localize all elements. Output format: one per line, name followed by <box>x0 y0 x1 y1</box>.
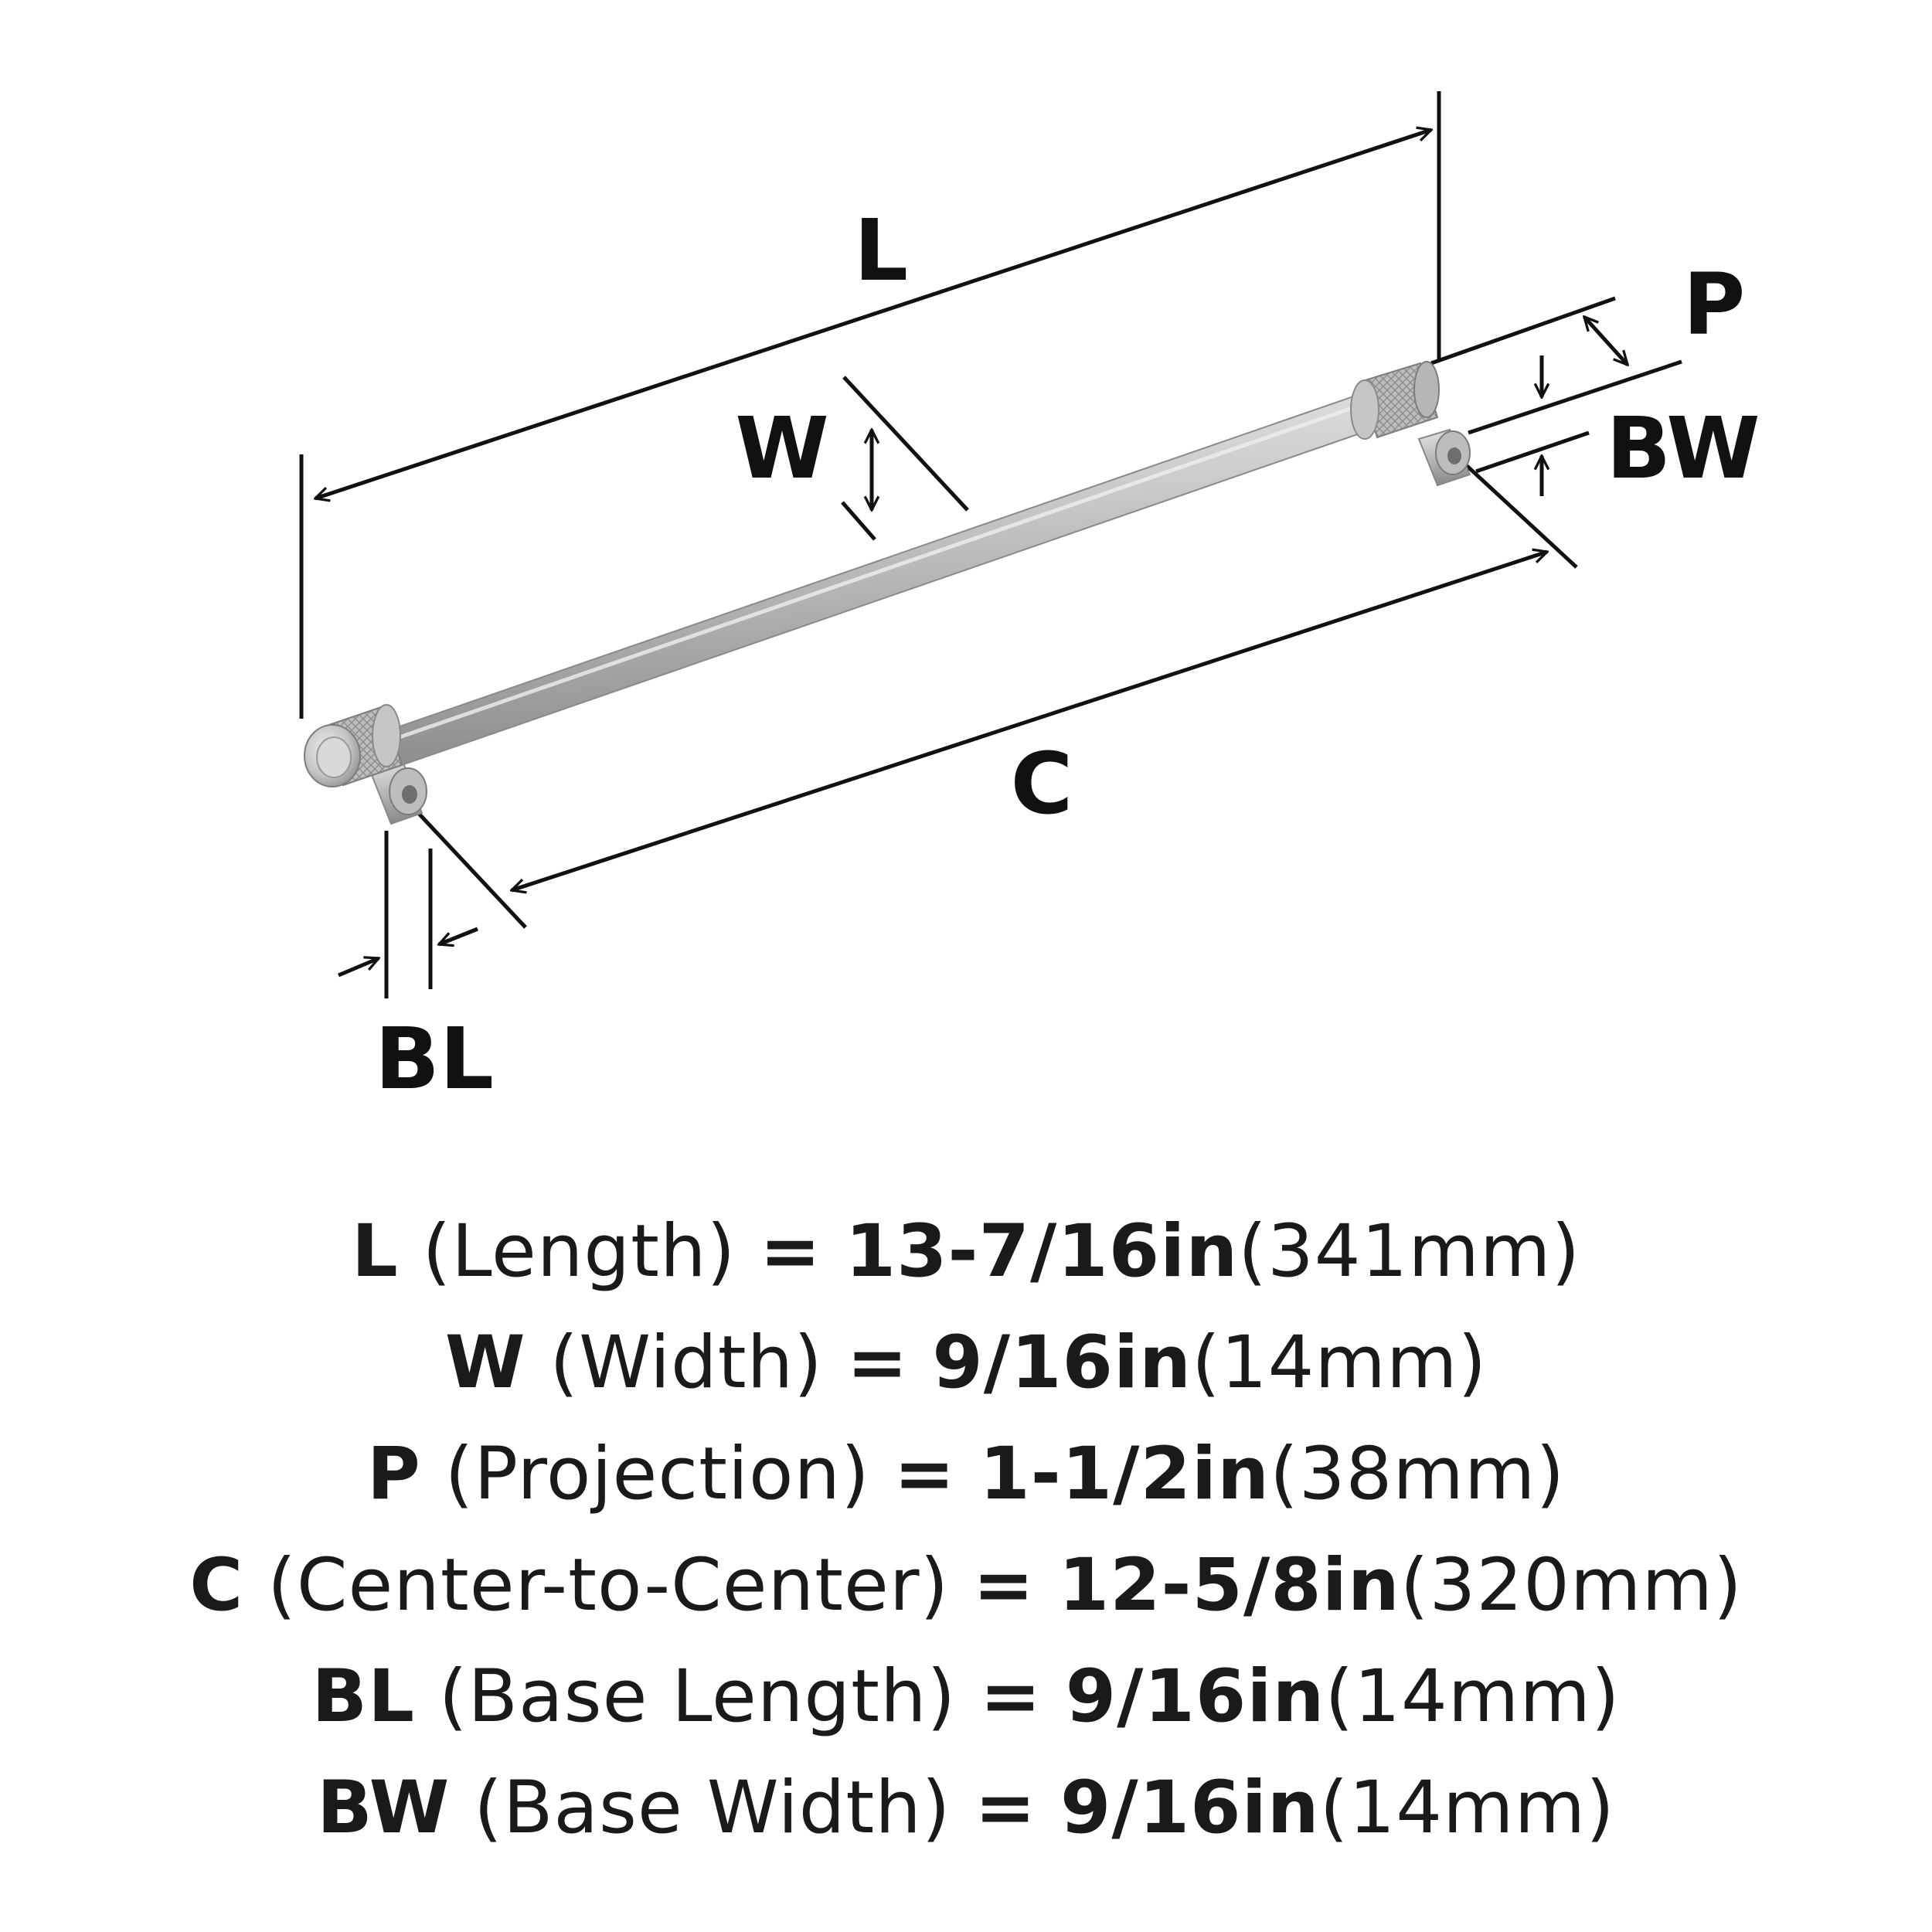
center-to-center-dimension <box>408 451 1578 929</box>
base-width-extension-bottom <box>1475 430 1590 474</box>
spec-equals: = <box>973 1543 1035 1628</box>
spec-symbol: L <box>351 1209 399 1294</box>
projection-label: P <box>1683 255 1746 354</box>
left-post <box>368 757 427 825</box>
base-length-arrow-right <box>439 927 478 944</box>
spec-line: L (Length) = 13-7/16in(341mm) <box>0 1196 1932 1308</box>
specifications-list: L (Length) = 13-7/16in(341mm)W (Width) =… <box>0 1196 1932 1864</box>
base-width-label: BW <box>1606 399 1760 498</box>
spec-description: (Center-to-Center) <box>267 1543 950 1628</box>
handle-bar <box>385 393 1372 768</box>
width-extension-bottom <box>841 501 876 541</box>
spec-symbol: C <box>189 1543 244 1628</box>
spec-imperial-value: 12-5/8in <box>1058 1543 1400 1628</box>
spec-symbol: BW <box>317 1766 451 1850</box>
spec-metric-value: (14mm) <box>1192 1321 1488 1405</box>
spec-description: (Projection) <box>444 1432 870 1516</box>
center-extension-left <box>408 802 527 929</box>
center-extension-right <box>1451 451 1578 569</box>
spec-description: (Width) <box>549 1321 823 1405</box>
spec-equals: = <box>846 1321 909 1405</box>
base-length-label: BL <box>375 1009 494 1108</box>
projection-dimension-line <box>1584 317 1628 365</box>
length-dimension-line <box>315 130 1431 498</box>
spec-equals: = <box>893 1432 956 1516</box>
spec-metric-value: (341mm) <box>1238 1209 1581 1294</box>
center-to-center-label: C <box>1011 734 1073 833</box>
spec-metric-value: (38mm) <box>1270 1432 1566 1516</box>
length-label: L <box>854 201 908 300</box>
spec-description: (Base Width) <box>474 1766 951 1850</box>
width-extension-top <box>842 376 969 512</box>
pull-handle <box>304 361 1471 825</box>
spec-line: P (Projection) = 1-1/2in(38mm) <box>0 1419 1932 1530</box>
length-dimension <box>299 91 1441 719</box>
spec-symbol: P <box>366 1432 421 1516</box>
center-dimension-line <box>512 552 1547 890</box>
spec-line: BW (Base Width) = 9/16in(14mm) <box>0 1753 1932 1864</box>
base-width-dimension <box>1475 355 1590 496</box>
spec-symbol: W <box>444 1321 526 1405</box>
spec-metric-value: (14mm) <box>1325 1655 1621 1739</box>
spec-line: BL (Base Length) = 9/16in(14mm) <box>0 1641 1932 1753</box>
spec-line: W (Width) = 9/16in(14mm) <box>0 1308 1932 1419</box>
spec-description: (Length) <box>422 1209 736 1294</box>
spec-equals: = <box>975 1766 1037 1850</box>
projection-dimension <box>1430 296 1682 435</box>
spec-imperial-value: 9/16in <box>1060 1766 1320 1850</box>
spec-imperial-value: 9/16in <box>1065 1655 1325 1739</box>
projection-extension-bottom <box>1468 359 1682 435</box>
spec-equals: = <box>980 1655 1042 1739</box>
spec-imperial-value: 1-1/2in <box>979 1432 1270 1516</box>
right-post <box>1417 428 1471 487</box>
projection-extension-top <box>1430 296 1616 366</box>
spec-line: C (Center-to-Center) = 12-5/8in(320mm) <box>0 1530 1932 1641</box>
spec-description: (Base Length) <box>438 1655 957 1739</box>
right-end-cap <box>1350 361 1440 440</box>
base-length-dimension <box>338 831 478 998</box>
spec-symbol: BL <box>311 1655 415 1739</box>
spec-equals: = <box>760 1209 821 1294</box>
spec-imperial-value: 13-7/16in <box>845 1209 1239 1294</box>
width-dimension <box>841 376 969 541</box>
spec-metric-value: (14mm) <box>1319 1766 1615 1850</box>
spec-imperial-value: 9/16in <box>932 1321 1192 1405</box>
left-end-cap <box>304 704 403 787</box>
pull-handle-dimension-diagram: L W P BW C BL <box>299 91 1760 1108</box>
base-length-arrow-left <box>338 958 379 978</box>
spec-metric-value: (320mm) <box>1400 1543 1743 1628</box>
width-label: W <box>735 399 828 498</box>
